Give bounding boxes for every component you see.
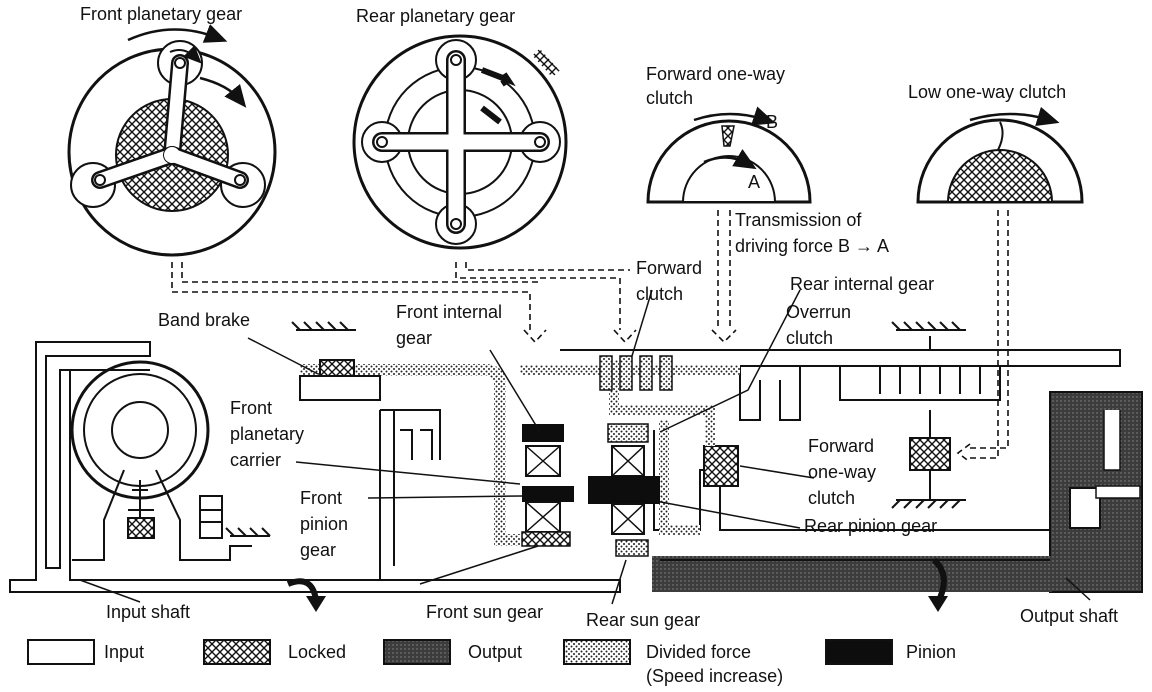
label-rear-pinion-gear: Rear pinion gear [804,516,937,536]
forward-one-way-clutch-roller [703,445,739,487]
label-front-planetary-gear: Front planetary gear [80,4,242,24]
label-front-sun-gear: Front sun gear [426,602,543,622]
legend-label-divided-force: Divided force [646,642,751,662]
legend-label-locked: Locked [288,642,346,662]
band-brake-drum [299,375,381,401]
legend-item-divided-force: Divided force (Speed increase) [563,639,783,686]
label-output-shaft: Output shaft [1020,606,1118,626]
label-rear-planetary-gear: Rear planetary gear [356,6,515,26]
legend-label-pinion: Pinion [906,642,956,662]
label-input-shaft: Input shaft [106,602,190,622]
rear-planetary-gear-illustration [352,34,568,250]
legend-label-output: Output [468,642,522,662]
label-front-planetary-carrier: carrier [230,450,281,470]
label-transmission-of-driving-force: driving force B → A [735,236,889,256]
rear-planetary-set [588,423,660,557]
label-letter-b: B [766,112,778,132]
label-front-pinion-gear: Front [300,488,342,508]
input-arrowhead-icon [306,596,326,612]
label-overrun-clutch: clutch [786,328,833,348]
legend-item-pinion: Pinion [825,639,956,665]
clutch-drums [379,329,1121,580]
output-rotation-arrow-icon [931,557,947,600]
legend-swatch-output [383,639,451,665]
label-letter-a: A [748,172,760,192]
low-one-way-clutch-roller [909,437,951,471]
legend-swatch-locked [203,639,271,665]
transmission-housing [9,341,621,593]
front-planetary-set [521,424,574,547]
legend-swatch-input [27,639,95,665]
label-forward-one-way-clutch-top: clutch [646,88,693,108]
label-forward-one-way-clutch-low: Forward [808,436,874,456]
legend-item-locked: Locked [203,639,346,665]
label-front-pinion-gear: gear [300,540,336,560]
label-rear-internal-gear: Rear internal gear [790,274,934,294]
front-planetary-gear-illustration [67,24,277,257]
label-front-planetary-carrier: Front [230,398,272,418]
legend-label-input: Input [104,642,144,662]
output-shaft-block [652,391,1143,593]
label-front-pinion-gear: pinion [300,514,348,534]
legend-swatch-divided-force [563,639,631,665]
label-forward-clutch: Forward [636,258,702,278]
leader-lines [79,289,1091,605]
legend-swatch-pinion [825,639,893,665]
label-forward-one-way-clutch-low: clutch [808,488,855,508]
forward-clutch-discs [599,355,673,391]
forward-one-way-clutch-illustration [646,106,812,204]
label-overrun-clutch: Overrun [786,302,851,322]
label-rear-sun-gear: Rear sun gear [586,610,700,630]
label-forward-one-way-clutch-top: Forward one-way [646,64,785,84]
legend-item-output: Output [383,639,522,665]
output-arrowhead-icon [928,596,948,612]
legend-label-speed-increase: (Speed increase) [646,666,783,686]
legend-item-input: Input [27,639,144,665]
label-forward-one-way-clutch-low: one-way [808,462,876,482]
label-forward-clutch: clutch [636,284,683,304]
label-front-planetary-carrier: planetary [230,424,304,444]
low-one-way-clutch-illustration [916,106,1084,204]
dashed-flow-connectors [171,210,1009,463]
band-brake-band [319,359,355,377]
label-front-internal-gear: gear [396,328,432,348]
label-low-one-way-clutch: Low one-way clutch [908,82,1066,102]
label-band-brake: Band brake [158,310,250,330]
label-transmission-of-driving-force: Transmission of [735,210,862,230]
label-front-internal-gear: Front internal [396,302,502,322]
legend: Input Locked Output Divided force (Speed… [27,639,956,686]
